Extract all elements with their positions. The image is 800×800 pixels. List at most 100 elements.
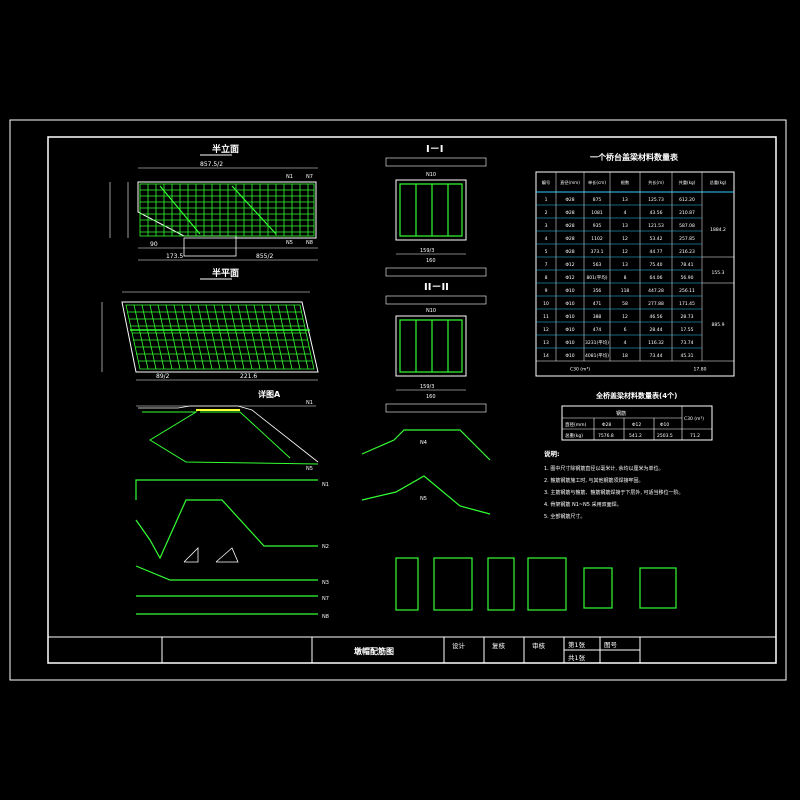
label-n5: N5	[420, 496, 427, 502]
table1-header-cell: 共重(kg)	[679, 179, 696, 186]
table1-cell: 12	[543, 327, 549, 333]
label-n2: N2	[322, 544, 329, 550]
dim-160: 160	[426, 258, 436, 264]
table1-frame	[535, 171, 735, 377]
table1-cell: 45.31	[681, 353, 694, 359]
dim-160: 160	[426, 394, 436, 400]
rebar-n2	[135, 499, 318, 560]
label-design: 设计	[452, 641, 466, 650]
table1-cell: 8	[624, 275, 627, 281]
label-n5: N5	[306, 466, 313, 472]
label-strip	[385, 403, 487, 413]
table2-weight: 541.2	[629, 433, 642, 439]
table2-diameter: Φ10	[660, 422, 669, 428]
table1-cell: 256.11	[679, 288, 695, 294]
table1-concrete-label: C30 (m³)	[570, 367, 590, 373]
table1-cell: 388	[593, 314, 602, 320]
table1-cell: 216.23	[679, 249, 695, 255]
table1-cell: 13	[622, 197, 628, 203]
table2-weight: 2503.5	[657, 433, 673, 439]
title-block: 墩帽配筋图 设计 复核 审核 第1张 图号 共1张	[47, 636, 777, 664]
table1-cell: 12	[622, 236, 628, 242]
dim-top-length: 857.5/2	[200, 161, 223, 168]
dim-plan-total: 221.6	[240, 373, 257, 380]
table1-cell: Φ28	[565, 223, 574, 229]
rebar-n4	[361, 429, 491, 461]
table1-cell: 13	[622, 223, 628, 229]
label-strip	[385, 267, 487, 277]
dim-90: 90	[150, 241, 158, 248]
table1-cell: Φ10	[565, 353, 574, 359]
table1-cell: 2	[545, 210, 548, 216]
table1-cell: 373.1	[591, 249, 604, 255]
note-item: 1. 图中尺寸除钢筋直径以毫米计, 余均以厘米为单位。	[544, 465, 664, 472]
table1-cell: Φ28	[565, 236, 574, 242]
table1-cell: 4	[624, 340, 627, 346]
table1-header-cell: 共长(m)	[648, 179, 664, 186]
detail-outline	[138, 405, 319, 463]
table1-cell: 13	[622, 262, 628, 268]
table2-header: 钢筋	[616, 410, 626, 417]
notes: 说明: 1. 图中尺寸除钢筋直径以毫米计, 余均以厘米为单位。 2. 箍筋钢筋施…	[544, 449, 684, 520]
pier-stub	[183, 237, 237, 257]
note-item: 4. 骨架钢筋 N1~N5 采用双面焊。	[544, 501, 622, 508]
table1-cell: 73.74	[681, 340, 694, 346]
rebar-grid-elevation	[139, 183, 315, 237]
label-n5: N5	[286, 240, 293, 246]
note-item: 2. 箍筋钢筋施工时, 与其他钢筋须焊接牢固。	[544, 477, 644, 484]
table1-cell: 612.20	[679, 197, 695, 203]
inner-frame	[47, 136, 777, 664]
drawing-name: 墩帽配筋图	[354, 646, 394, 656]
label-check: 审核	[532, 641, 546, 650]
table1-header-cell: 编号	[542, 179, 550, 186]
table1-cell: 53.42	[650, 236, 663, 242]
label-n8: N8	[322, 614, 329, 620]
table1-cell: 3231(平均)	[585, 339, 609, 346]
table2-diameter: Φ28	[602, 422, 611, 428]
table1-cell: 18	[622, 353, 628, 359]
detail-a-title: 详图A	[258, 389, 281, 399]
table1-cell: 3	[545, 223, 548, 229]
sheet-number: 第1张	[568, 640, 586, 649]
table1-cell: 1102	[591, 236, 603, 242]
table1-cell: 8	[545, 275, 548, 281]
stirrup-n10	[433, 557, 473, 611]
table1-cell: 73.44	[650, 353, 663, 359]
rebar-detail-a	[142, 411, 319, 465]
table1-cell: 587.08	[679, 223, 695, 229]
table1-header-cell: 直径(mm)	[560, 179, 580, 185]
stirrup-shapes	[395, 557, 677, 611]
table1-cell: Φ10	[565, 327, 574, 333]
stirrup-n9	[395, 557, 419, 611]
table1-title: 一个桥台盖梁材料数量表	[590, 152, 679, 162]
table1-cell: 28.44	[650, 327, 663, 333]
table1-concrete-value: 17.80	[694, 367, 707, 373]
table1-cell: 447.28	[648, 288, 664, 294]
section-outline	[395, 179, 467, 241]
table1-cell: 118	[621, 288, 630, 294]
table1-cell: 64.06	[650, 275, 663, 281]
table1-cell: 12	[622, 249, 628, 255]
label-review: 复核	[492, 641, 506, 650]
table1-cell: 75.40	[650, 262, 663, 268]
table1-cell: 5	[545, 249, 548, 255]
table2-row-label: 总重(kg)	[565, 432, 583, 439]
half-plan-view: 半平面 89/2 221.6	[101, 267, 319, 381]
table1-cell: 6	[624, 327, 627, 333]
material-table-2: 全桥盖梁材料数量表(4个) 钢筋 直径(mm) 总重(kg) Φ28 Φ12 Φ…	[561, 391, 713, 441]
table1-cell: Φ28	[565, 197, 574, 203]
dim-159-3: 159/3	[420, 384, 434, 390]
table1-cell: 935	[593, 223, 602, 229]
table1-cell: Φ28	[565, 210, 574, 216]
table1-cell: 4	[624, 210, 627, 216]
detail-a-view: 详图A N1 N5	[136, 389, 319, 472]
stirrup-n12	[527, 557, 567, 611]
table1-cell: 210.87	[679, 210, 695, 216]
table1-total: 885.9	[712, 322, 725, 328]
half-elevation-title: 半立面	[212, 143, 239, 155]
section-1-rebar	[399, 183, 463, 237]
table1-cell: Φ12	[565, 275, 574, 281]
triangle-mark	[215, 547, 239, 563]
table1-cell: 9	[545, 288, 548, 294]
